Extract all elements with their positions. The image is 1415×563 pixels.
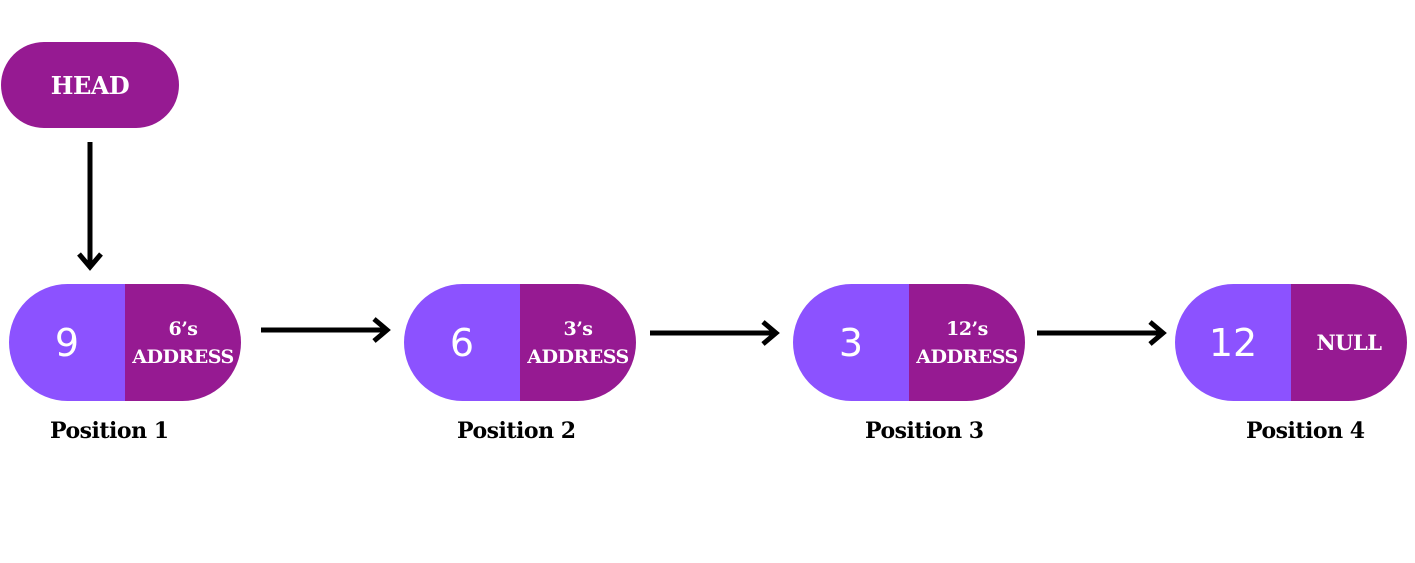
node-4-next-pointer: NULL bbox=[1291, 284, 1407, 401]
node-4-next-null: NULL bbox=[1316, 329, 1382, 355]
position-label-3: Position 3 bbox=[865, 418, 984, 444]
node-2-to-node-3-arrow bbox=[650, 320, 780, 346]
node-1-next-line2: ADDRESS bbox=[132, 345, 234, 368]
list-node-4: 12 NULL bbox=[1175, 284, 1407, 401]
node-4-value: 12 bbox=[1208, 320, 1258, 365]
node-1-value: 9 bbox=[54, 320, 80, 365]
node-4-data: 12 bbox=[1175, 284, 1291, 401]
node-2-next-pointer: 3’s ADDRESS bbox=[520, 284, 636, 401]
node-3-data: 3 bbox=[793, 284, 909, 401]
node-3-to-node-4-arrow bbox=[1037, 320, 1167, 346]
node-3-next-pointer: 12’s ADDRESS bbox=[909, 284, 1025, 401]
node-2-data: 6 bbox=[404, 284, 520, 401]
position-label-1: Position 1 bbox=[50, 418, 169, 444]
node-1-next-line1: 6’s bbox=[168, 317, 198, 340]
node-3-next-line2: ADDRESS bbox=[916, 345, 1018, 368]
node-2-next-line2: ADDRESS bbox=[527, 345, 629, 368]
node-2-next-line1: 3’s bbox=[563, 317, 593, 340]
node-1-to-node-2-arrow bbox=[261, 317, 391, 343]
list-node-2: 6 3’s ADDRESS bbox=[404, 284, 636, 401]
head-pointer: HEAD bbox=[1, 42, 179, 128]
node-3-value: 3 bbox=[838, 320, 864, 365]
head-label: HEAD bbox=[50, 70, 130, 100]
node-2-value: 6 bbox=[449, 320, 475, 365]
node-1-data: 9 bbox=[9, 284, 125, 401]
list-node-1: 9 6’s ADDRESS bbox=[9, 284, 241, 401]
head-to-node-1-arrow bbox=[77, 142, 103, 271]
list-node-3: 3 12’s ADDRESS bbox=[793, 284, 1025, 401]
position-label-2: Position 2 bbox=[457, 418, 576, 444]
node-3-next-line1: 12’s bbox=[946, 317, 988, 340]
node-1-next-pointer: 6’s ADDRESS bbox=[125, 284, 241, 401]
position-label-4: Position 4 bbox=[1246, 418, 1365, 444]
